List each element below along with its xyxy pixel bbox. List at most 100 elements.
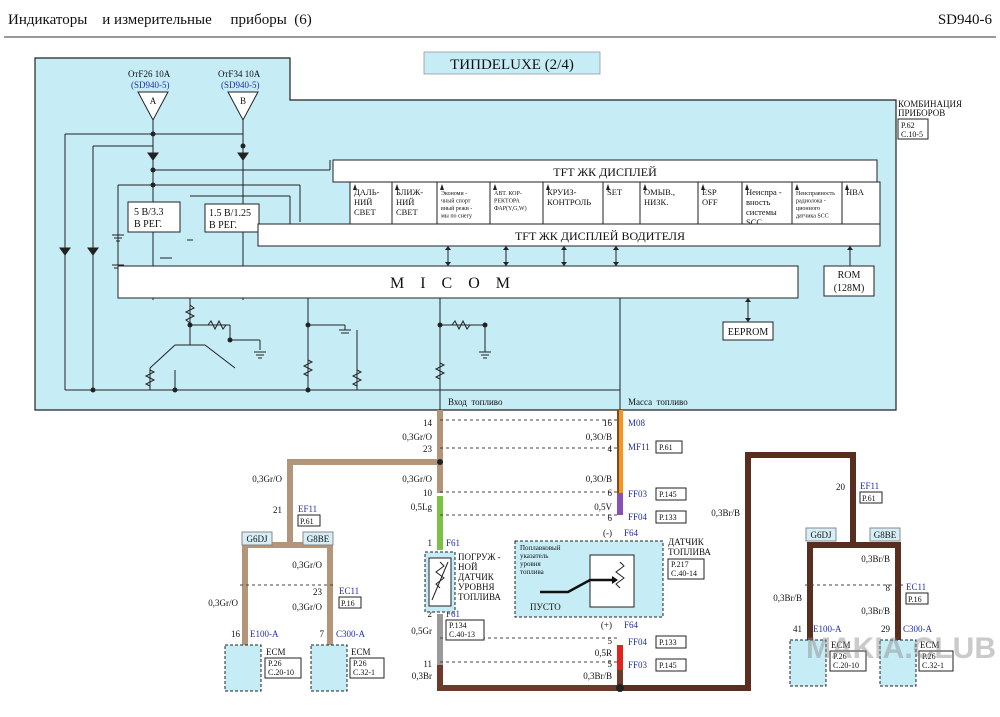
lb-ec11: EC11: [339, 586, 359, 596]
indicator-label: АВТ. КОР-: [494, 191, 522, 197]
right-wire-4: 0,5R: [595, 648, 612, 658]
gauge-title-4: топлива: [520, 568, 545, 576]
ecm-4-ref-1: P.26: [922, 652, 936, 661]
wire-label-1: 0,3Gr/O: [402, 432, 432, 442]
rb-pin-20: 20: [836, 482, 846, 492]
indicator-arrow: [493, 184, 497, 190]
indicator-label: вность: [746, 197, 771, 207]
indicator-arrow: [795, 184, 799, 190]
f61-ref-1: P.134: [449, 621, 467, 630]
indicator-arrow: [395, 184, 399, 190]
cluster-ref-box: [897, 118, 929, 140]
ff04-b-label: FF04: [628, 637, 648, 647]
ff03-a-ref: P.145: [659, 490, 677, 499]
fuel-sensor-ref-1: P.217: [671, 560, 689, 569]
indicator-arrow: [643, 184, 647, 190]
micom-arrow-heads: [445, 246, 853, 322]
sender-label-5: ТОПЛИВА: [458, 592, 501, 602]
indicator-arrow: [606, 184, 610, 190]
indicator-cell: [639, 181, 699, 225]
wire-brown-loop: [620, 452, 856, 691]
ground-symbols: [112, 234, 491, 359]
indicator-label: ОМЫВ.,: [644, 187, 675, 197]
rb-ef11-ref-box: [859, 491, 883, 504]
micom-label: M I C O M: [390, 275, 510, 292]
watermark: MAKIA.CLUB: [806, 632, 996, 665]
ecm-2-ref-1: P.26: [353, 659, 367, 668]
rb-wire-top: 0,3Br/B: [711, 508, 740, 518]
float-arm: [540, 578, 612, 594]
ecm-4-ref-2: C.32-1: [922, 661, 944, 670]
lb-pin-16: 16: [231, 629, 241, 639]
indicator-label: СВЕТ: [354, 207, 377, 217]
lb-conn-e100: E100-A: [250, 629, 279, 639]
g6dj-left: G6DJ: [246, 534, 267, 544]
indicator-label: SET: [607, 187, 623, 197]
ecm-1-ref-box: [264, 657, 302, 679]
indicator-label: датчика SCC: [796, 214, 829, 220]
cluster-ref-1: P.62: [901, 121, 915, 130]
pin-11: 11: [423, 659, 432, 669]
right-wire-1: 0,3O/B: [586, 432, 612, 442]
indicator-arrow: [440, 184, 444, 190]
rb-ec11-ref-box: [905, 592, 929, 605]
fuel-sensor-ref-2: C.40-14: [671, 569, 697, 578]
regulator-1-5v-line2: В РЕГ.: [209, 220, 237, 231]
pin-6a: 6: [608, 488, 613, 498]
f61-ref-2: C.40-13: [449, 630, 475, 639]
junction-dots: [90, 131, 488, 393]
rom-size: (128M): [834, 283, 865, 294]
indicator-cell: [489, 181, 544, 225]
ecm-box-1: [224, 644, 262, 692]
lb-pin-7: 7: [320, 629, 325, 639]
indicator-label: ционного: [796, 206, 820, 212]
fuel-sensor-ref-box: [667, 558, 705, 580]
mf11-label: MF11: [628, 442, 650, 452]
resistors: [144, 304, 471, 387]
f64-a-label: F64: [624, 528, 639, 538]
fuse-a-pin: A: [150, 96, 157, 106]
wire-branch-left: [287, 459, 440, 545]
lb-ef11-ref: P.61: [300, 517, 314, 526]
pin-4: 4: [608, 444, 613, 454]
pin-5a: 5: [608, 636, 613, 646]
lb-wire-l: 0,3Gr/O: [208, 598, 238, 608]
indicator-label: СВЕТ: [396, 207, 419, 217]
micom-block: [117, 265, 799, 299]
regulator-5v-line2: В РЕГ.: [134, 219, 162, 230]
fuel-input-label: Вход топливо: [448, 397, 503, 407]
pin-14: 14: [423, 418, 433, 428]
indicator-label: мы по снегу: [441, 214, 472, 220]
ecm-4-ref-box: [918, 650, 954, 672]
ecm-1-ref-2: C.20-10: [268, 668, 294, 677]
ecm-box-4: [879, 639, 917, 687]
splice-left: [437, 459, 443, 465]
indicator-arrow: [845, 184, 849, 190]
right-ref-boxes: [655, 440, 687, 672]
indicator-label: ФАР(Y,G,W): [494, 205, 527, 212]
rb-wire-r2: 0,3Br/B: [861, 606, 890, 616]
fuel-sender-resistor: [435, 561, 445, 589]
pin-16: 16: [603, 418, 613, 428]
regulator-5v-line1: 5 В/3.3: [134, 207, 163, 218]
indicator-arrow: [745, 184, 749, 190]
gauge-resistor: [615, 561, 625, 589]
indicator-arrow: [701, 184, 705, 190]
lb-ef11-ref-box: [297, 514, 321, 527]
wire-to-ecm4: [853, 542, 901, 640]
tft-display-label: TFT ЖК ДИСПЛЕЙ: [553, 165, 657, 179]
lb-wire-top: 0,3Gr/O: [252, 474, 282, 484]
indicator-label: чный спорт: [441, 198, 471, 205]
rb-ec11-ref: P.16: [908, 595, 922, 604]
fuse-b-connector: [227, 91, 259, 122]
rb-pin-41: 41: [793, 624, 802, 634]
rb-conn-e100: E100-A: [813, 624, 842, 634]
fuel-sender-arrow: [431, 561, 449, 601]
ff03-a-label: FF03: [628, 489, 648, 499]
indicator-arrow: [353, 184, 357, 190]
indicator-label: Неиспра -: [746, 187, 782, 197]
fuse-a-connector: [137, 91, 169, 122]
ff04-b-ref: P.133: [659, 638, 677, 647]
fuse-a-label: ОтF26 10A: [128, 69, 171, 79]
